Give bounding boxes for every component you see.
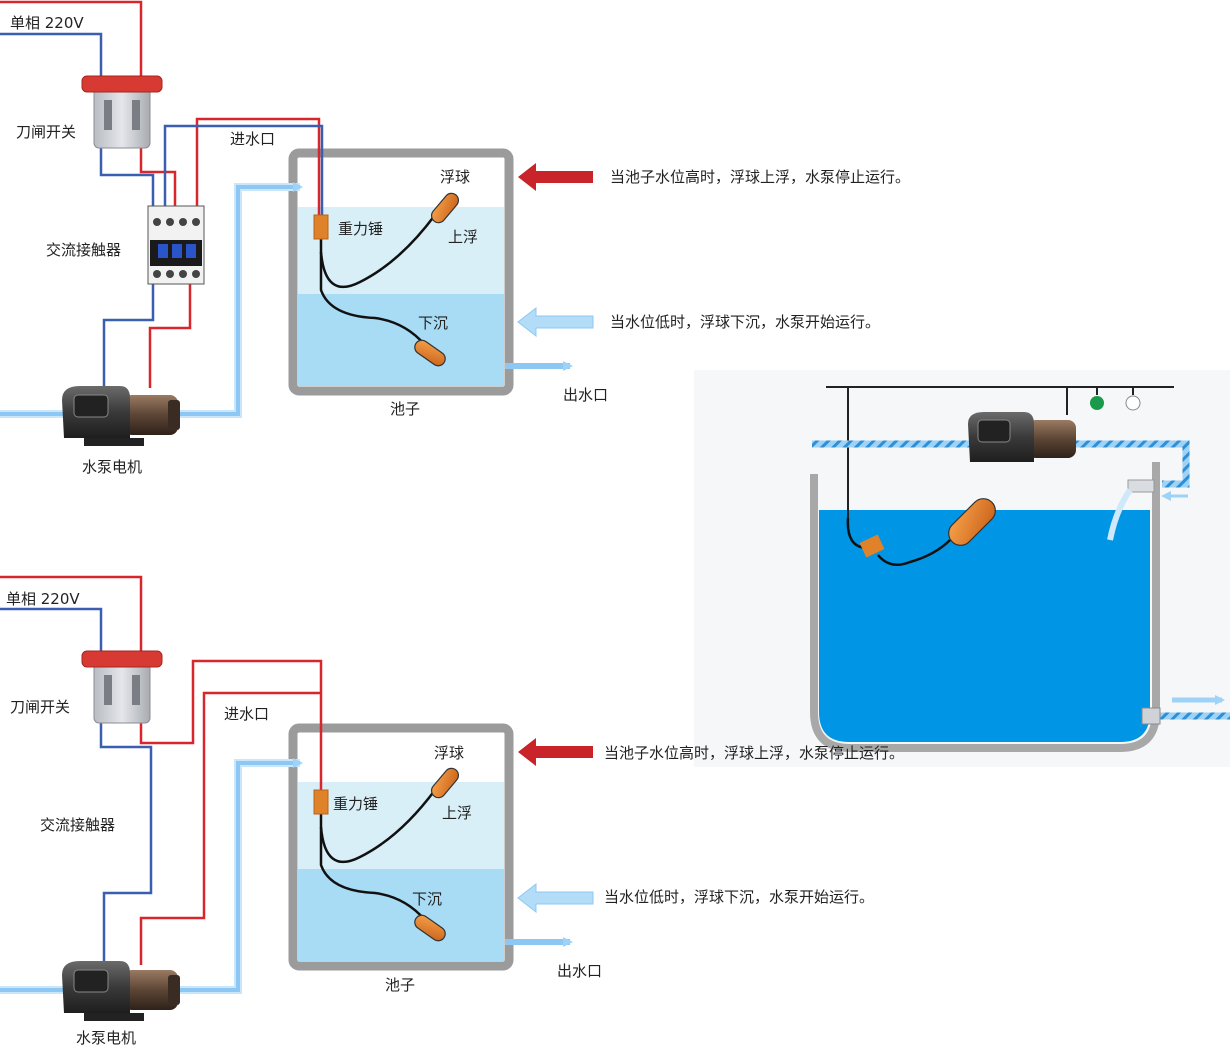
arrow-low <box>517 306 594 338</box>
power-label: 单相 220V <box>6 590 80 608</box>
pump-label: 水泵电机 <box>76 1029 136 1047</box>
pump-motor-icon <box>62 386 180 446</box>
outlet-label: 出水口 <box>563 386 608 404</box>
scene-tank-wall <box>810 462 1160 752</box>
pump-label: 水泵电机 <box>82 458 142 476</box>
weight-label: 重力锤 <box>338 220 383 238</box>
neutral-wire <box>0 32 324 388</box>
tank-water-bottom <box>298 869 504 961</box>
weight-icon <box>859 534 885 558</box>
knife-switch-icon <box>81 75 163 149</box>
live-wire <box>0 0 321 388</box>
arrow-low <box>517 882 594 914</box>
float-ball-icon <box>430 192 460 224</box>
note-high: 当池子水位高时，浮球上浮，水泵停止运行。 <box>610 168 910 186</box>
float-cable-top <box>319 214 437 288</box>
float-ball-icon <box>414 339 446 367</box>
weight-icon <box>313 789 329 815</box>
float-ball-icon <box>430 767 460 799</box>
weight-icon <box>313 214 329 240</box>
indicator-light-green <box>1090 396 1104 410</box>
down-label: 下沉 <box>412 890 442 908</box>
tank-label: 池子 <box>385 976 415 994</box>
outlet-label: 出水口 <box>557 962 602 980</box>
tank-frame <box>288 723 514 971</box>
note-low: 当水位低时，浮球下沉，水泵开始运行。 <box>610 313 880 331</box>
live-wire <box>0 575 323 965</box>
note-low: 当水位低时，浮球下沉，水泵开始运行。 <box>604 888 874 906</box>
down-label: 下沉 <box>418 314 448 332</box>
power-label: 单相 220V <box>10 14 84 32</box>
contactor-label: 交流接触器 <box>40 816 115 834</box>
pump-motor-icon <box>968 412 1076 462</box>
float-cable-bottom <box>319 827 426 921</box>
scene-water <box>819 510 1150 742</box>
knife-switch-label: 刀闸开关 <box>16 123 76 141</box>
float-cable-bottom <box>319 252 426 346</box>
float-label: 浮球 <box>434 744 464 762</box>
diagram-2: 单相 220V 刀闸开关 交流接触器 水泵电机 进水口 出水口 池子 浮球 重力… <box>0 575 602 1047</box>
tank-water-top <box>298 782 504 870</box>
pump-motor-icon <box>62 961 180 1021</box>
up-label: 上浮 <box>448 228 478 246</box>
knife-switch-icon <box>81 650 163 724</box>
float-ball-icon <box>948 498 996 546</box>
note-high: 当池子水位高时，浮球上浮，水泵停止运行。 <box>604 744 904 762</box>
float-cable-top <box>319 789 437 863</box>
inlet-label: 进水口 <box>224 705 269 723</box>
neutral-wire <box>0 607 153 965</box>
float-ball-icon <box>414 914 446 942</box>
arrow-high <box>518 163 593 191</box>
arrow-high <box>518 738 593 766</box>
weight-label: 重力锤 <box>333 795 378 813</box>
tank-water-top <box>298 207 504 295</box>
tank-water-bottom <box>298 294 504 386</box>
up-label: 上浮 <box>442 804 472 822</box>
contactor-label: 交流接触器 <box>46 241 121 259</box>
tank-frame <box>288 148 514 396</box>
diagram-1: 单相 220V 刀闸开关 交流接触器 水泵电机 进水口 出水口 池子 浮球 重力… <box>0 0 910 476</box>
contactor-icon <box>147 205 205 285</box>
indicator-light-white <box>1125 395 1141 411</box>
float-label: 浮球 <box>440 168 470 186</box>
knife-switch-label: 刀闸开关 <box>10 698 70 716</box>
inlet-label: 进水口 <box>230 130 275 148</box>
tank-label: 池子 <box>390 400 420 418</box>
tank-scene-illustration <box>694 370 1230 767</box>
